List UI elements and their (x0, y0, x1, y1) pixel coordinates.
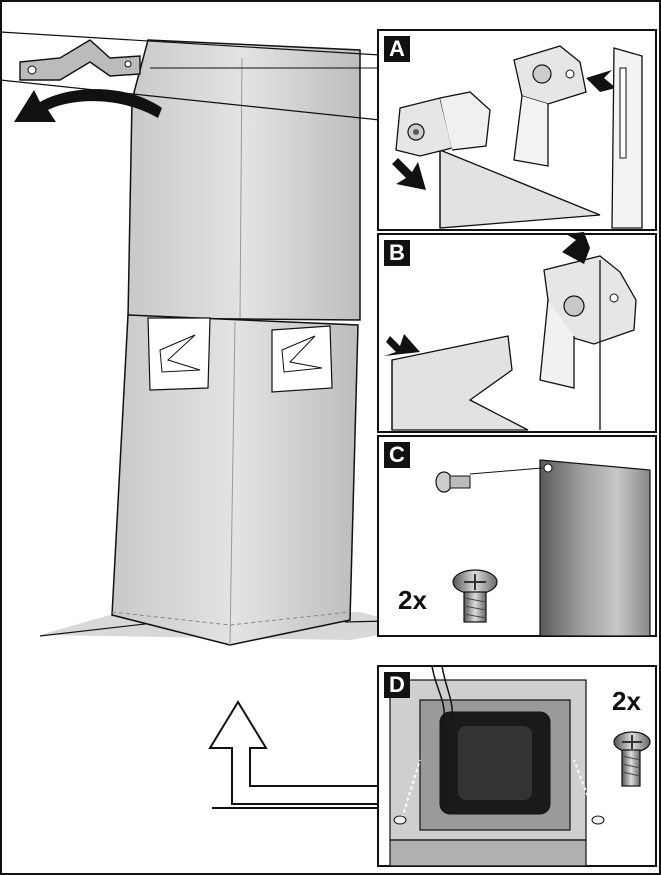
upper-duct (127, 39, 361, 321)
upper-duct-edge (239, 57, 243, 319)
screw-large-icon (452, 569, 498, 623)
screw-guide-line (469, 467, 543, 475)
packing-tab-right (271, 325, 333, 393)
chimney-duct (39, 39, 431, 646)
rotate-arrow (14, 89, 162, 122)
lower-duct (111, 314, 359, 646)
panel-c (377, 435, 657, 637)
wall-bracket (0, 31, 381, 121)
panel-b (377, 232, 657, 433)
panel-a (377, 29, 657, 231)
panel-label-a: A (384, 36, 410, 62)
packing-tab-left-mark (159, 334, 201, 373)
up-arrow-outline-icon (208, 700, 379, 805)
panel-d (377, 665, 657, 867)
panel-label-c: C (384, 442, 410, 468)
panel-label-b: B (384, 240, 410, 266)
quantity-label-d: 2x (612, 686, 641, 716)
panel-label-d: D (384, 672, 410, 698)
lower-duct-edge (229, 321, 236, 646)
quantity-label-c: 2x (398, 585, 427, 615)
packing-tab-left (147, 317, 211, 391)
packing-tab-right-mark (281, 335, 323, 373)
screw-small-icon (435, 471, 471, 493)
screw-d-icon (613, 731, 651, 787)
duct-fold-line (111, 611, 351, 626)
